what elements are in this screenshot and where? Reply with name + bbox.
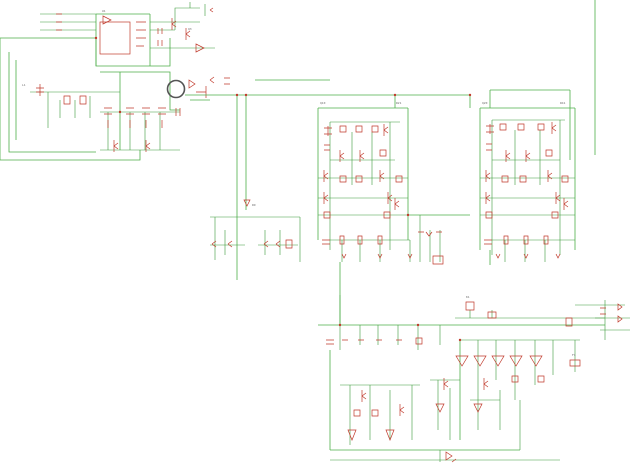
- main-bus: [185, 0, 596, 280]
- protection-block: K1 F1: [318, 295, 630, 463]
- svg-text:Q10: Q10: [320, 101, 326, 105]
- svg-text:K1: K1: [466, 295, 470, 299]
- junction-dots: [94, 36, 472, 342]
- svg-text:F1: F1: [572, 353, 576, 357]
- toroid-transformer: [166, 76, 230, 99]
- svg-text:R41: R41: [560, 101, 566, 105]
- svg-text:Q3: Q3: [188, 27, 192, 31]
- svg-text:R9: R9: [252, 203, 256, 207]
- control-ic-cluster: U1 L1 Q3: [22, 7, 214, 152]
- svg-text:L1: L1: [22, 83, 26, 87]
- svg-text:Q20: Q20: [482, 101, 488, 105]
- amplifier-channel-a: Q10 R21: [317, 101, 470, 325]
- svg-text:R21: R21: [396, 101, 402, 105]
- power-supply-block: [0, 2, 215, 161]
- amplifier-channel-b: Q20 R41: [479, 101, 576, 265]
- mid-left-cluster: R9: [211, 199, 293, 249]
- svg-text:U1: U1: [102, 9, 106, 13]
